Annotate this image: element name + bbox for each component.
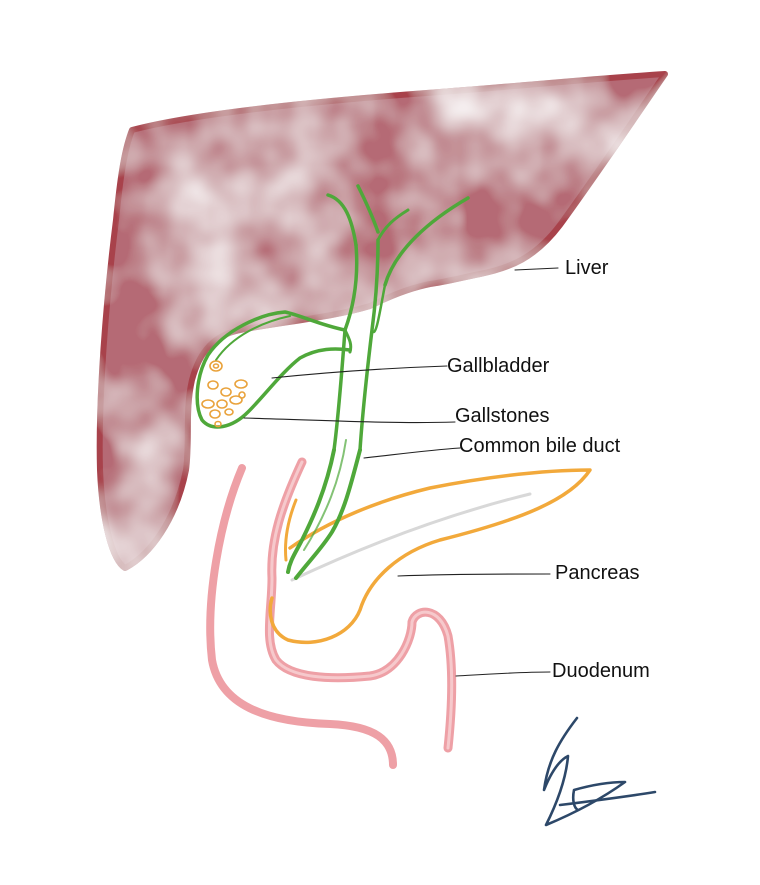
leader-line-pancreas	[397, 573, 551, 577]
label-pancreas: Pancreas	[555, 562, 640, 584]
gallstone	[209, 360, 223, 372]
leader-line-gallstones	[243, 417, 456, 424]
liver-shape	[96, 71, 668, 571]
pancreas	[268, 468, 592, 645]
label-common-bile-duct: Common bile duct	[459, 435, 621, 457]
hepatic-duct-branch	[383, 196, 470, 287]
signature-underline	[558, 790, 657, 807]
gallbladder-wall	[195, 310, 352, 429]
label-liver: Liver	[565, 257, 609, 279]
hepatic-duct-branch	[356, 184, 380, 234]
gallbladder-wall-inner	[215, 315, 291, 361]
gallstone	[209, 409, 221, 419]
gallstone	[207, 380, 219, 390]
label-duodenum: Duodenum	[552, 660, 650, 682]
common-bile-duct-center	[303, 439, 347, 551]
gallstone	[212, 363, 220, 369]
gallstone	[224, 408, 234, 416]
common-hepatic-duct-right2	[370, 283, 387, 334]
duodenum-outer-wall	[206, 464, 397, 769]
cystic-duct	[343, 328, 353, 354]
signature-stroke	[542, 716, 627, 827]
leader-line-common-bile-duct	[363, 447, 461, 459]
liver	[96, 71, 668, 571]
gallstones	[201, 360, 248, 428]
hepatic-duct-branch	[326, 193, 358, 247]
common-bile-duct-right	[294, 448, 362, 580]
leader-line-liver	[514, 267, 559, 271]
hepatic-duct-branch	[376, 208, 410, 242]
pancreatic-duct	[290, 492, 532, 582]
pancreas-outline	[268, 468, 592, 645]
gallstone	[201, 399, 215, 409]
duodenum	[206, 457, 457, 769]
common-bile-duct-left	[286, 448, 336, 574]
gallstone	[214, 420, 222, 428]
duodenum-inner-wall-highlight	[267, 460, 454, 750]
leader-lines	[243, 267, 559, 677]
label-gallstones: Gallstones	[455, 405, 550, 427]
gallstone	[220, 387, 232, 397]
pancreas-head-edge	[284, 498, 298, 562]
gallstone	[238, 391, 246, 399]
leader-line-duodenum	[455, 671, 551, 677]
signature	[542, 716, 657, 827]
gallstone	[234, 379, 248, 389]
leader-line-gallbladder	[271, 365, 448, 379]
gallbladder	[195, 310, 352, 429]
gallstone	[229, 395, 243, 405]
gallstone	[216, 399, 228, 409]
label-gallbladder: Gallbladder	[447, 355, 550, 377]
